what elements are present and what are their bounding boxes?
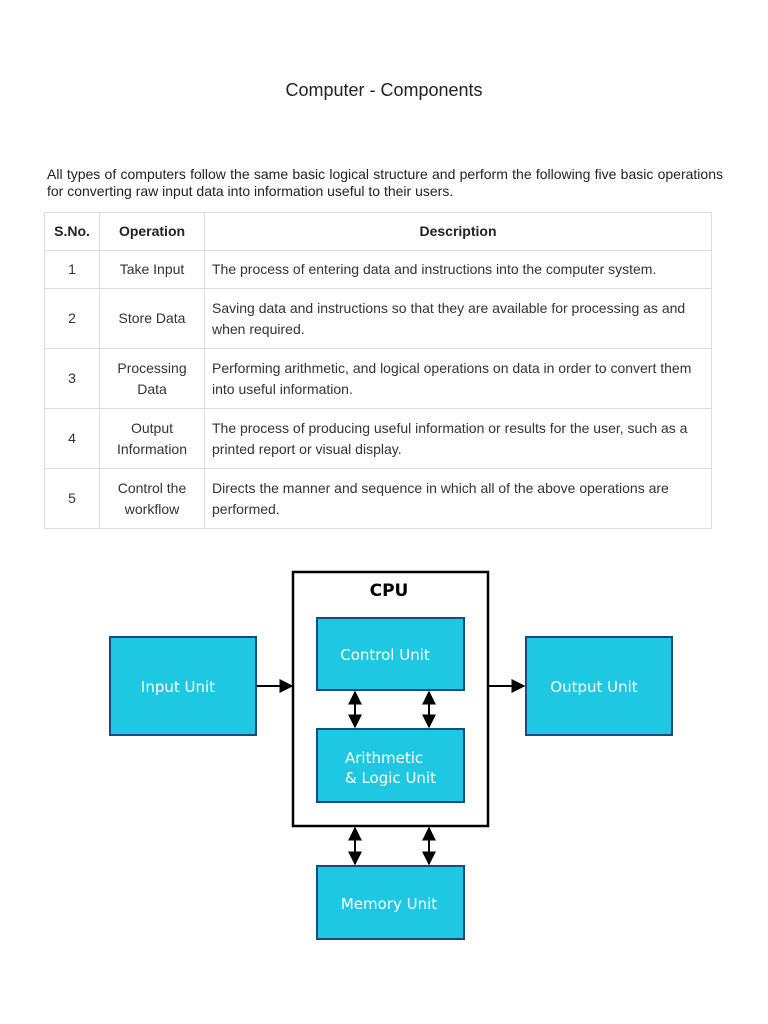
alu-box (316, 728, 465, 803)
table-row: 5 Control the workflow Directs the manne… (44, 468, 712, 529)
row-operation: Store Data (99, 288, 205, 349)
row-description: Saving data and instructions so that the… (204, 288, 712, 349)
row-number: 4 (44, 408, 100, 469)
row-description: The process of producing useful informat… (204, 408, 712, 469)
alu-label-line1: Arithmetic (345, 749, 423, 767)
output-unit-label: Output Unit (550, 678, 638, 696)
output-unit-box (525, 636, 673, 736)
intro-paragraph: All types of computers follow the same b… (47, 166, 723, 199)
row-number: 2 (44, 288, 100, 349)
header-sno: S.No. (44, 212, 100, 251)
row-operation: Take Input (99, 250, 205, 289)
row-number: 1 (44, 250, 100, 289)
row-number: 5 (44, 468, 100, 529)
row-operation: Control the workflow (99, 468, 205, 529)
row-description: Directs the manner and sequence in which… (204, 468, 712, 529)
input-unit-label: Input Unit (141, 678, 215, 696)
row-description: The process of entering data and instruc… (204, 250, 712, 289)
table-header-row: S.No. Operation Description (44, 212, 712, 251)
table-row: 4 Output Information The process of prod… (44, 408, 712, 469)
memory-unit-label: Memory Unit (341, 895, 437, 913)
table-row: 2 Store Data Saving data and instruction… (44, 288, 712, 349)
row-operation: Output Information (99, 408, 205, 469)
header-description: Description (204, 212, 712, 251)
table-row: 1 Take Input The process of entering dat… (44, 250, 712, 289)
operations-table: S.No. Operation Description 1 Take Input… (44, 212, 712, 529)
table-row: 3 Processing Data Performing arithmetic,… (44, 348, 712, 409)
header-operation: Operation (99, 212, 205, 251)
page-title: Computer - Components (285, 80, 483, 100)
input-unit-box (109, 636, 257, 736)
cpu-label: CPU (370, 581, 409, 601)
memory-unit-box (316, 865, 465, 940)
row-number: 3 (44, 348, 100, 409)
alu-label-line2: & Logic Unit (345, 769, 436, 787)
row-operation: Processing Data (99, 348, 205, 409)
control-unit-box (316, 617, 465, 691)
computer-block-diagram: CPU Input Unit Output Unit Control Unit … (109, 570, 673, 940)
row-description: Performing arithmetic, and logical opera… (204, 348, 712, 409)
control-unit-label: Control Unit (340, 646, 430, 664)
